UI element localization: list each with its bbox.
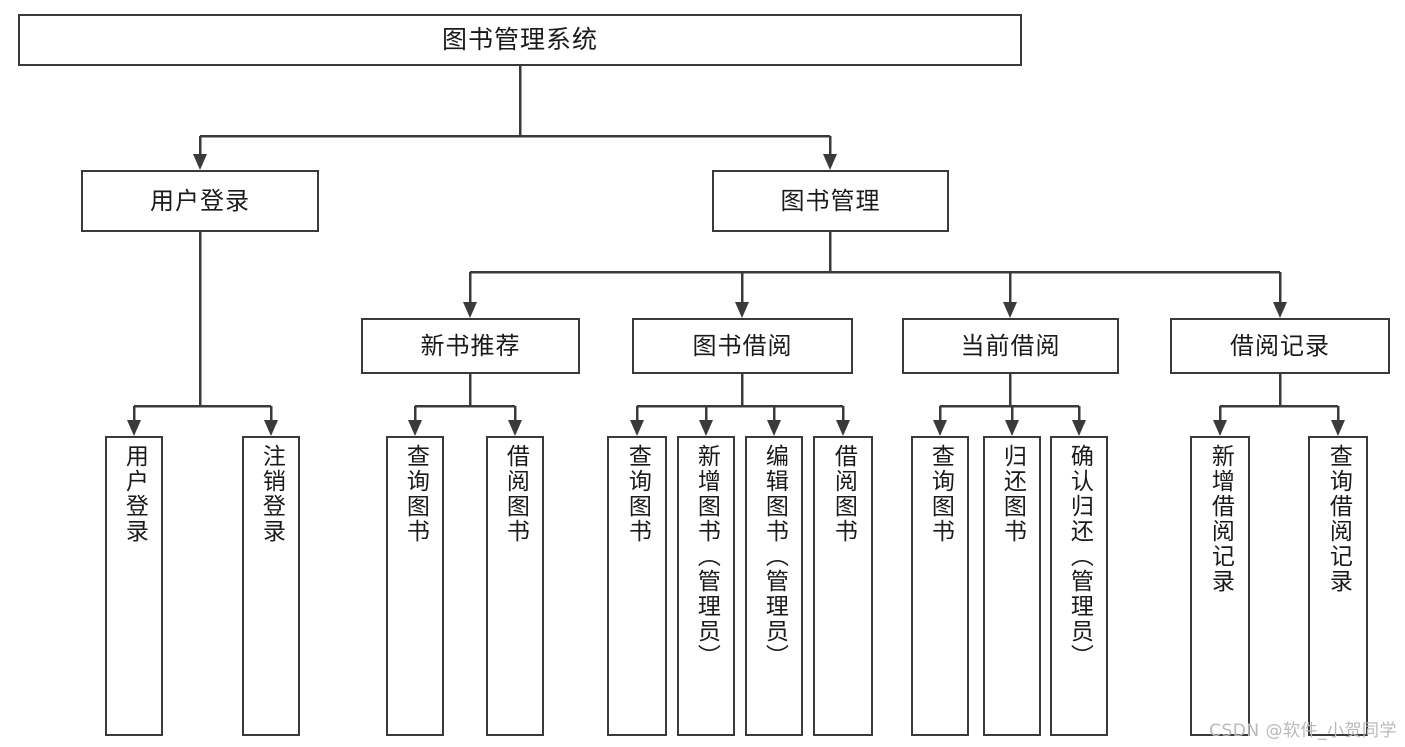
- leaf-confirm-return[interactable]: 确认归还（管理员）: [1050, 436, 1108, 736]
- node-root-label: 图书管理系统: [441, 25, 598, 54]
- node-user-login-label: 用户登录: [150, 186, 250, 215]
- leaf-borrow-book-2[interactable]: 借阅图书: [813, 436, 873, 736]
- node-current-borrow-label: 当前借阅: [960, 331, 1061, 360]
- node-book-manage[interactable]: 图书管理: [712, 170, 949, 232]
- leaf-add-book-label: 新增图书（管理员）: [693, 444, 720, 669]
- leaf-query-book-3-label: 查询图书: [927, 444, 954, 544]
- leaf-query-book-1-label: 查询图书: [402, 444, 429, 544]
- leaf-query-record[interactable]: 查询借阅记录: [1308, 436, 1368, 736]
- node-borrow-record-label: 借阅记录: [1230, 331, 1330, 360]
- node-book-borrow[interactable]: 图书借阅: [632, 318, 853, 374]
- leaf-return-book[interactable]: 归还图书: [983, 436, 1041, 736]
- leaf-user-login[interactable]: 用户登录: [105, 436, 163, 736]
- leaf-query-record-label: 查询借阅记录: [1325, 444, 1352, 594]
- node-borrow-record[interactable]: 借阅记录: [1170, 318, 1390, 374]
- leaf-borrow-book-1[interactable]: 借阅图书: [486, 436, 544, 736]
- node-new-book-rec[interactable]: 新书推荐: [361, 318, 580, 374]
- node-root[interactable]: 图书管理系统: [18, 14, 1022, 66]
- leaf-logout[interactable]: 注销登录: [242, 436, 300, 736]
- leaf-confirm-return-label: 确认归还（管理员）: [1066, 444, 1093, 669]
- leaf-add-book[interactable]: 新增图书（管理员）: [677, 436, 735, 736]
- leaf-logout-label: 注销登录: [258, 444, 285, 544]
- node-new-book-rec-label: 新书推荐: [420, 331, 521, 360]
- leaf-query-book-3[interactable]: 查询图书: [911, 436, 969, 736]
- leaf-add-record[interactable]: 新增借阅记录: [1190, 436, 1250, 736]
- csdn-watermark: CSDN @软件_小贺同学: [1209, 721, 1397, 741]
- leaf-query-book-2[interactable]: 查询图书: [607, 436, 667, 736]
- leaf-edit-book[interactable]: 编辑图书（管理员）: [745, 436, 803, 736]
- leaf-add-record-label: 新增借阅记录: [1207, 444, 1234, 594]
- node-user-login[interactable]: 用户登录: [81, 170, 319, 232]
- node-current-borrow[interactable]: 当前借阅: [902, 318, 1119, 374]
- leaf-query-book-1[interactable]: 查询图书: [386, 436, 444, 736]
- node-book-manage-label: 图书管理: [780, 186, 881, 215]
- leaf-borrow-book-1-label: 借阅图书: [502, 444, 529, 544]
- node-book-borrow-label: 图书借阅: [692, 331, 793, 360]
- leaf-query-book-2-label: 查询图书: [624, 444, 651, 544]
- leaf-borrow-book-2-label: 借阅图书: [830, 444, 857, 544]
- leaf-user-login-label: 用户登录: [121, 444, 148, 544]
- leaf-return-book-label: 归还图书: [999, 444, 1026, 544]
- leaf-edit-book-label: 编辑图书（管理员）: [761, 444, 788, 669]
